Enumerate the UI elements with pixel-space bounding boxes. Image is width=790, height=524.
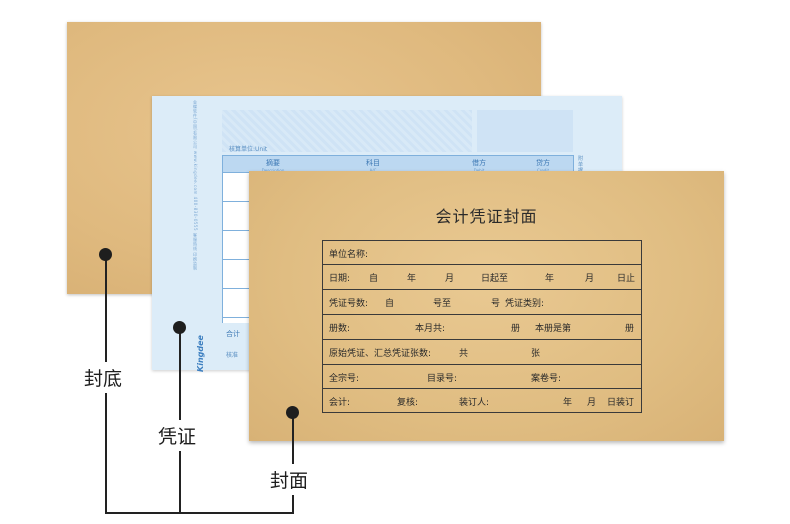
form-label: 复核: (397, 398, 419, 408)
form-label: 单位名称: (329, 250, 369, 260)
form-label: 日装订 (607, 398, 635, 408)
voucher-vertical-text: 金蝶软件(中国)有限公司 www.kingdee.com 400-830-055… (193, 100, 198, 271)
form-label: 日止 (617, 274, 636, 284)
voucher-table-rows (222, 173, 251, 323)
callout-label-back: 封底 (78, 362, 129, 393)
form-label: 月 (587, 398, 597, 408)
callout-line-base (105, 512, 294, 514)
voucher-header-debit: 借方Debit (472, 159, 486, 173)
callout-dot-front (286, 406, 299, 419)
form-label: 册数: (329, 324, 351, 334)
form-row-unit: 单位名称: (323, 241, 641, 265)
form-label: 原始凭证、汇总凭证张数: (329, 349, 432, 359)
front-cover-sheet (249, 171, 724, 441)
form-label: 案卷号: (531, 374, 562, 384)
form-label: 自 (385, 299, 395, 309)
voucher-top-box-right (477, 110, 573, 152)
form-label: 凭证号数: (329, 299, 369, 309)
form-label: 日起至 (481, 274, 509, 284)
form-row-archive: 全宗号: 目录号: 案卷号: (323, 365, 641, 389)
form-row-date: 日期: 自 年 月 日起至 年 月 日止 (323, 265, 641, 290)
form-row-signatures: 会计: 复核: 装订人: 年 月 日装订 (323, 389, 641, 413)
form-label: 全宗号: (329, 374, 360, 384)
form-label: 装订人: (459, 398, 490, 408)
form-label: 本月共: (415, 324, 446, 334)
callout-label-voucher: 凭证 (152, 420, 203, 451)
form-label: 日期: (329, 274, 351, 284)
callout-label-front: 封面 (264, 464, 315, 495)
form-label: 年 (545, 274, 555, 284)
form-label: 自 (369, 274, 379, 284)
form-row-voucher-number: 凭证号数: 自 号至 号 凭证类别: (323, 290, 641, 315)
voucher-table-header: 摘要Description 科目A/C 借方Debit 贷方Credit (222, 155, 574, 173)
form-label: 本册是第 (535, 324, 572, 334)
form-label: 凭证类别: (505, 299, 545, 309)
voucher-unit-label: 核算单位:Unit (229, 146, 268, 153)
form-row-source-docs: 原始凭证、汇总凭证张数: 共 张 (323, 340, 641, 365)
form-label: 年 (563, 398, 573, 408)
front-cover-title: 会计凭证封面 (435, 207, 538, 226)
form-label: 共 (459, 349, 469, 359)
voucher-header-account: 科目A/C (366, 159, 380, 173)
callout-dot-back (99, 248, 112, 261)
form-label: 目录号: (427, 374, 458, 384)
form-row-volumes: 册数: 本月共: 册 本册是第 册 (323, 315, 641, 340)
voucher-approve-label: 核准 (226, 352, 239, 359)
form-label: 会计: (329, 398, 351, 408)
form-label: 号至 (433, 299, 452, 309)
callout-dot-voucher (173, 321, 186, 334)
voucher-header-description: 摘要Description (262, 159, 285, 173)
form-label: 年 (407, 274, 417, 284)
voucher-top-box (222, 110, 472, 152)
form-label: 册 (511, 324, 521, 334)
form-label: 号 (491, 299, 501, 309)
kingdee-logo: Kingdee (196, 335, 205, 372)
voucher-header-credit: 贷方Credit (536, 159, 550, 173)
form-label: 月 (445, 274, 455, 284)
voucher-total-label: 合计 (226, 330, 240, 338)
front-cover-form: 单位名称: 日期: 自 年 月 日起至 年 月 日止 凭证号数: 自 号至 号 … (322, 240, 642, 413)
form-label: 月 (585, 274, 595, 284)
form-label: 张 (531, 349, 541, 359)
form-label: 册 (625, 324, 635, 334)
